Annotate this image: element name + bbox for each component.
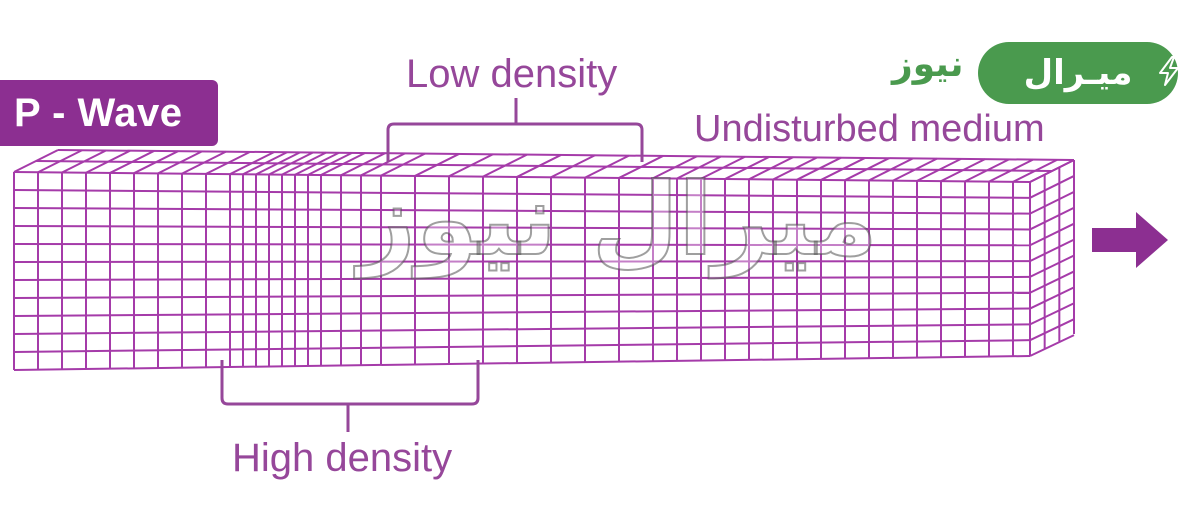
top-depth-line — [281, 151, 327, 176]
top-depth-line — [618, 155, 664, 179]
logo-word: نيوز — [892, 44, 964, 85]
high-density-label: High density — [232, 436, 453, 480]
side-horizontal-line — [1029, 302, 1075, 326]
grid-horizontal-line — [13, 339, 1031, 353]
undisturbed-medium-label: Undisturbed medium — [694, 108, 1045, 150]
top-depth-line — [320, 152, 366, 176]
top-depth-line — [255, 151, 301, 176]
top-depth-line — [916, 157, 962, 182]
top-depth-line — [242, 151, 288, 176]
top-depth-line — [380, 152, 426, 177]
grid-horizontal-line — [13, 189, 1031, 199]
title-text: P - Wave — [14, 90, 183, 135]
grid-horizontal-line — [13, 291, 1031, 299]
top-depth-line — [340, 152, 386, 177]
top-depth-line — [892, 157, 938, 182]
top-depth-line — [772, 156, 818, 181]
low-density-label: Low density — [406, 52, 618, 96]
top-depth-line — [360, 152, 406, 177]
side-horizontal-line — [1029, 206, 1075, 231]
grid-horizontal-line — [13, 323, 1031, 335]
side-horizontal-line — [1029, 254, 1075, 278]
top-depth-line — [516, 154, 562, 178]
top-depth-line — [988, 158, 1034, 183]
grid-horizontal-line — [13, 275, 1031, 281]
top-depth-line — [229, 151, 275, 176]
side-horizontal-line — [1029, 190, 1075, 215]
top-depth-line — [133, 150, 179, 175]
top-depth-line — [676, 155, 722, 180]
grid-horizontal-line — [13, 260, 1031, 263]
grid-horizontal-line — [13, 355, 1031, 371]
top-depth-line — [13, 149, 59, 173]
title-badge: P - Wave — [0, 80, 218, 146]
top-depth-line — [868, 157, 914, 182]
side-horizontal-line — [1029, 238, 1075, 262]
top-depth-line — [652, 155, 698, 180]
side-horizontal-line — [1029, 175, 1075, 199]
top-depth-line — [724, 156, 770, 180]
top-depth-line — [964, 158, 1010, 183]
top-depth-line — [61, 149, 107, 174]
top-depth-line — [584, 154, 630, 179]
top-depth-line — [37, 149, 83, 174]
lightning-bolt-icon — [1159, 56, 1179, 86]
top-depth-line — [700, 155, 746, 180]
grid-horizontal-line — [13, 307, 1031, 317]
side-horizontal-line — [1029, 159, 1075, 183]
top-depth-line — [414, 153, 460, 177]
arrow-right-icon — [1092, 212, 1168, 268]
logo-pill: ميـرال — [978, 42, 1178, 104]
side-horizontal-line — [1029, 222, 1075, 247]
top-depth-line — [844, 157, 890, 182]
top-depth-line — [550, 154, 596, 179]
top-depth-line — [205, 150, 251, 175]
top-back-edge — [57, 149, 1075, 161]
top-depth-line — [181, 150, 227, 175]
top-depth-line — [796, 156, 842, 181]
top-depth-line — [109, 150, 155, 174]
top-depth-line — [85, 149, 131, 174]
top-depth-line — [820, 157, 866, 181]
side-horizontal-line — [1029, 270, 1075, 294]
grid-horizontal-line — [13, 225, 1031, 231]
grid-horizontal-line — [13, 243, 1031, 247]
top-depth-line — [157, 150, 203, 175]
top-depth-line — [294, 151, 340, 176]
top-depth-line — [448, 153, 494, 178]
high-density-bracket — [220, 360, 480, 406]
top-depth-line — [1012, 158, 1058, 183]
top-depth-line — [748, 156, 794, 181]
top-depth-line — [482, 153, 528, 178]
top-depth-line — [940, 158, 986, 183]
logo-pill-text: ميـرال — [1023, 53, 1133, 93]
side-horizontal-line — [1029, 286, 1075, 310]
side-horizontal-line — [1029, 318, 1075, 342]
grid-horizontal-line — [13, 207, 1031, 215]
logo: نيوز ميـرال — [890, 40, 1190, 110]
top-depth-line — [268, 151, 314, 176]
top-depth-line — [307, 151, 353, 176]
side-horizontal-line — [1029, 334, 1075, 357]
